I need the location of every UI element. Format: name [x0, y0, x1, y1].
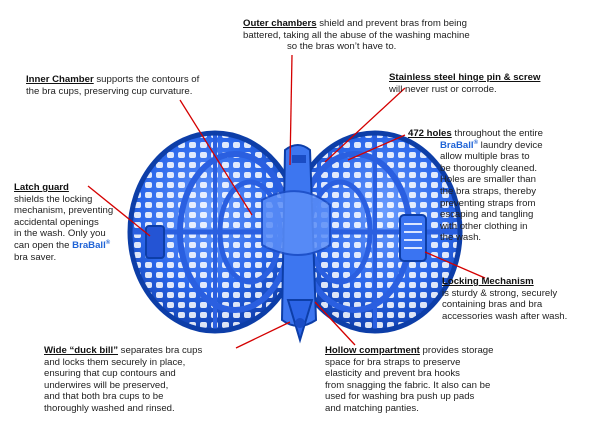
callout-heading: Hollow compartment [325, 345, 420, 356]
callout-text: separates bra cups [118, 345, 203, 356]
callout-text: used for washing bra push up pads [325, 391, 475, 403]
callout-text: preventing straps from [440, 197, 536, 209]
callout-duck-bill: Wide “duck bill” separates bra cups and … [44, 345, 244, 415]
callout-text: Holes are smaller than [440, 174, 536, 186]
callout-text: provides storage [419, 345, 494, 356]
callout-text: can open the [14, 239, 73, 251]
callout-text: allow multiple bras to [440, 151, 530, 163]
callout-text: and matching panties. [325, 402, 419, 414]
brand-name: BraBall [72, 239, 106, 251]
callout-text: accidental openings [14, 216, 99, 228]
callout-text: the bra straps, thereby [440, 185, 536, 197]
brand-name: BraBall [440, 139, 474, 151]
callout-text: elasticity and prevent bra hooks [325, 368, 460, 380]
callout-text: the wash. [440, 232, 482, 244]
callout-text: in the wash. Only you [14, 228, 106, 240]
callout-text: supports the contours of [93, 74, 200, 85]
callout-text: throughout the entire [451, 128, 543, 139]
brand-mark: ® [105, 239, 111, 246]
callout-hollow-compartment: Hollow compartment provides storage spac… [325, 345, 540, 415]
callout-text: ensuring that cup contours and [44, 368, 176, 380]
leader-locking [424, 251, 486, 279]
leader-holes [347, 134, 406, 161]
leader-hollow [314, 301, 356, 346]
callout-text: battered, taking all the abuse of the wa… [243, 29, 470, 41]
callout-text: with other clothing in [440, 220, 528, 232]
callout-text: laundry device [478, 139, 543, 151]
duck-bill [286, 299, 314, 344]
leader-hinge [324, 87, 406, 163]
callout-heading: Outer chambers [243, 18, 317, 29]
callout-heading: Inner Chamber [26, 74, 94, 85]
callout-text: from snagging the fabric. It also can be [325, 379, 491, 391]
callout-text: accessories wash after wash. [442, 310, 568, 322]
callout-text: is sturdy & strong, securely [442, 287, 558, 299]
callout-text: bra saver. [14, 251, 57, 263]
callout-heading: Latch guard [14, 182, 69, 193]
callout-heading: Locking Mechanism [442, 276, 534, 287]
callout-text: thoroughly washed and rinsed. [44, 402, 175, 414]
callout-text: space for bra straps to preserve [325, 356, 461, 368]
callout-text: containing bras and bra [442, 299, 543, 311]
leader-outer-chambers [289, 54, 293, 166]
callout-latch-guard: Latch guard shields the locking mechanis… [14, 182, 149, 263]
callout-text: underwires will be preserved, [44, 379, 169, 391]
callout-text: the bra cups, preserving cup curvature. [26, 85, 193, 97]
leader-inner-chamber [179, 99, 253, 216]
callout-text: shields the locking [14, 193, 93, 205]
leader-lines [87, 54, 486, 349]
locking-mechanism [399, 214, 427, 262]
leader-latch [87, 185, 151, 237]
callout-text: so the bras won’t have to. [287, 41, 397, 53]
callout-heading: 472 holes [408, 128, 452, 139]
callout-outer-chambers: Outer chambers shield and prevent bras f… [243, 18, 573, 53]
callout-inner-chamber: Inner Chamber supports the contours of t… [26, 74, 256, 97]
callout-text: will never rust or corrode. [389, 83, 497, 95]
callout-text: and locks them securely in place, [44, 356, 186, 368]
inner-chamber [261, 144, 331, 327]
callout-heading: Stainless steel hinge pin & screw [389, 72, 541, 83]
brand-mark: ® [473, 139, 479, 146]
callout-text: mechanism, preventing [14, 205, 114, 217]
callout-holes: 472 holes throughout the entire BraBall®… [408, 128, 593, 244]
callout-locking-mechanism: Locking Mechanism is sturdy & strong, se… [442, 276, 598, 322]
leader-duck-bill [235, 321, 291, 349]
latch-guard [145, 225, 165, 259]
callout-text: and that both bra cups to be [44, 391, 164, 403]
callout-heading: Wide “duck bill” [44, 345, 119, 356]
callout-text: escaping and tangling [440, 209, 534, 221]
callout-text: be thoroughly cleaned. [440, 162, 538, 174]
callout-text: shield and prevent bras from being [316, 18, 467, 29]
callout-hinge: Stainless steel hinge pin & screw will n… [389, 72, 594, 95]
